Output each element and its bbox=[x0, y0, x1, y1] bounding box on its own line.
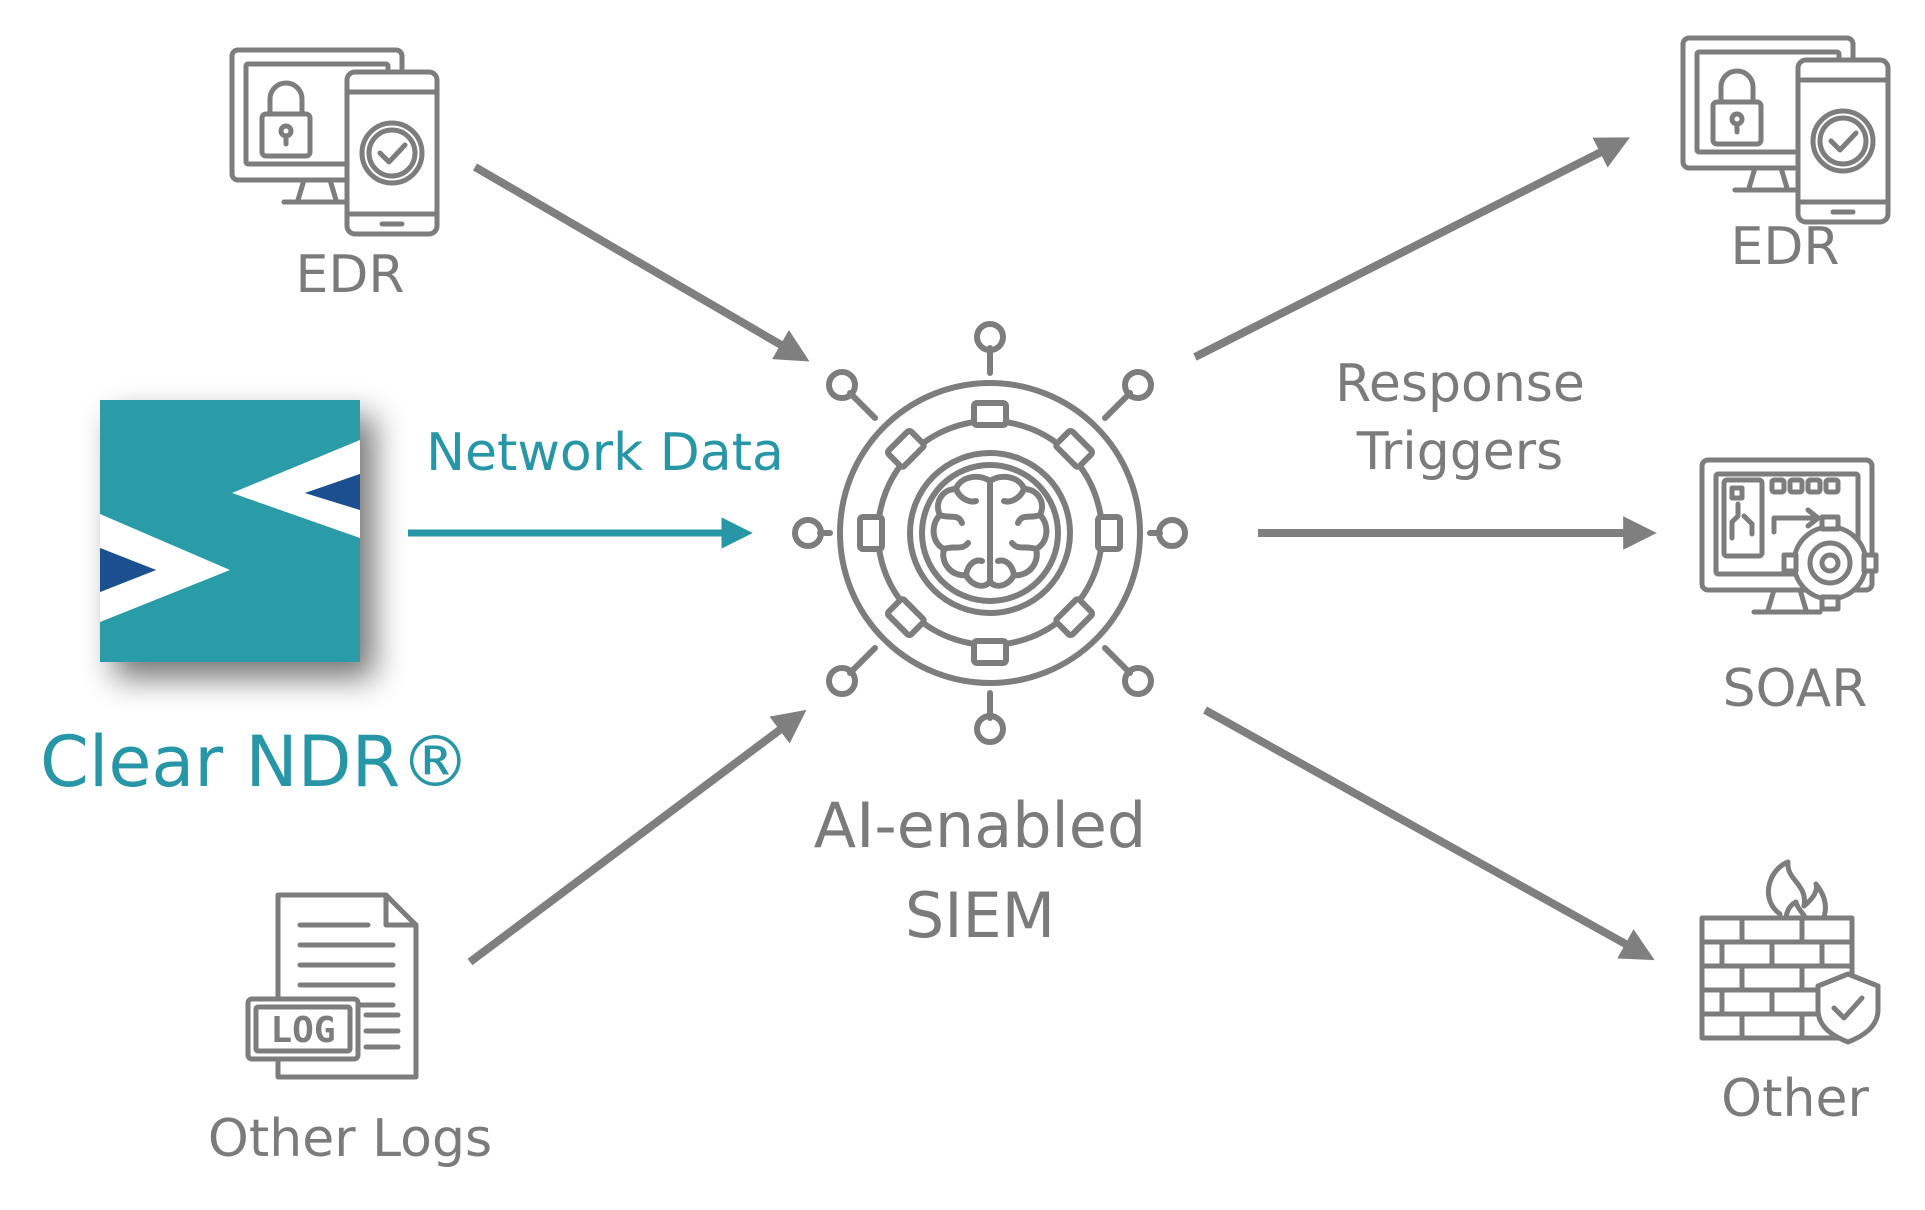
arrow-edr-to-siem bbox=[472, 163, 810, 362]
ai-brain-gear-icon bbox=[792, 321, 1188, 745]
soar-label: SOAR bbox=[1722, 659, 1868, 719]
other-logs-label: Other Logs bbox=[207, 1109, 493, 1169]
arrow-siem-to-edr bbox=[1193, 137, 1630, 361]
other-output-label: Other bbox=[1721, 1069, 1869, 1129]
log-file-icon: LOG bbox=[245, 892, 419, 1080]
device-lock-check-icon bbox=[229, 47, 440, 237]
edr-input-label: EDR bbox=[295, 245, 405, 305]
log-badge-text: LOG bbox=[270, 1010, 335, 1051]
response-triggers-line-1: Response bbox=[1335, 354, 1585, 414]
arrow-siem-to-other bbox=[1203, 706, 1655, 961]
response-triggers-line-2: Triggers bbox=[1356, 422, 1564, 482]
firewall-fire-shield-icon bbox=[1699, 859, 1881, 1045]
device-lock-check-icon bbox=[1680, 35, 1891, 225]
edr-output-label: EDR bbox=[1730, 217, 1840, 277]
soar-automation-icon bbox=[1699, 457, 1879, 615]
network-data-label: Network Data bbox=[426, 423, 784, 483]
clear-ndr-logo bbox=[100, 400, 360, 662]
siem-label-line-2: SIEM bbox=[904, 879, 1056, 952]
clear-ndr-label: Clear NDR® bbox=[40, 721, 471, 803]
siem-label-line-1: AI-enabled bbox=[813, 789, 1147, 862]
arrow-logs-to-siem bbox=[467, 709, 807, 966]
